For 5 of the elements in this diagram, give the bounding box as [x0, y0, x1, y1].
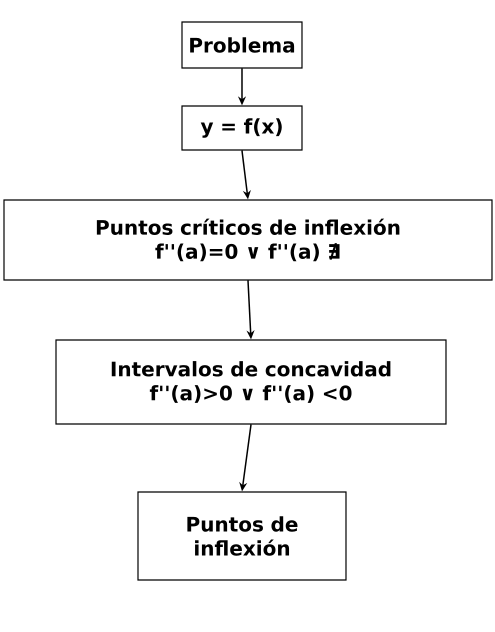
process-box: Problema — [181, 21, 303, 69]
process-box: Puntos de inflexión — [137, 491, 347, 581]
process-box: Puntos críticos de inflexión f''(a)=0 ∨ f''(a) ∄ — [3, 199, 493, 281]
process-box: y = f(x) — [181, 105, 303, 151]
process-box: Intervalos de concavidad f''(a)>0 ∨ f''(a) <0 — [55, 339, 447, 425]
